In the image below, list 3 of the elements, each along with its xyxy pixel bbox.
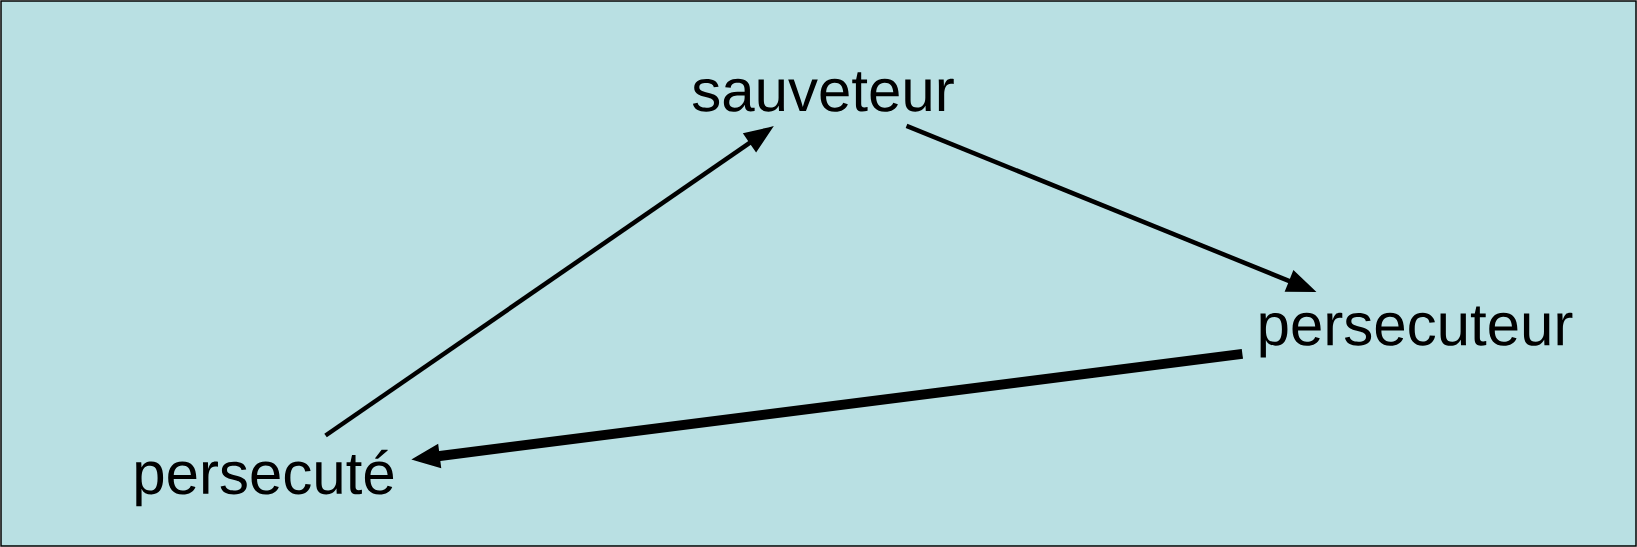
node-label: persecuté — [136, 449, 394, 507]
node-label: sauveteur — [692, 72, 954, 112]
node-label: persecuteur — [1260, 306, 1573, 358]
